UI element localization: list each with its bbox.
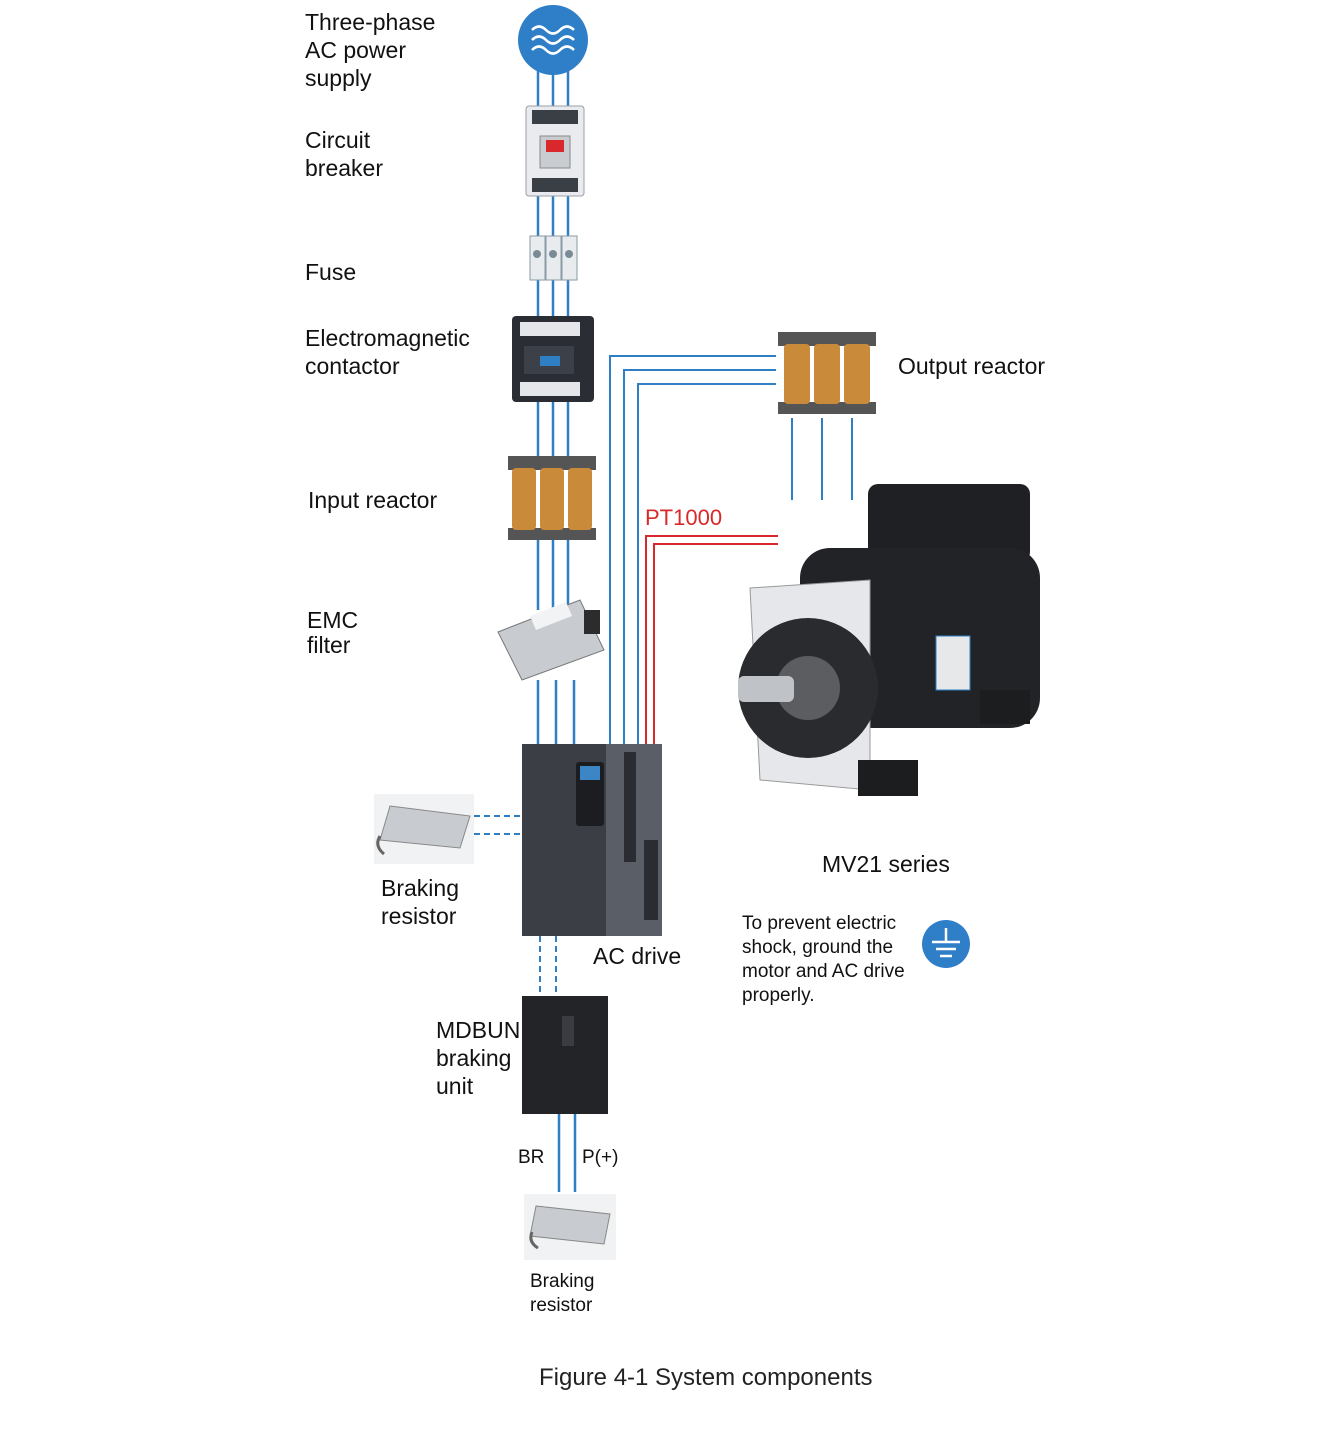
braking-unit-image <box>522 996 608 1114</box>
circuit-breaker-label: Circuit breaker <box>305 127 383 181</box>
br-wires <box>557 1112 577 1192</box>
p-terminal-label: P(+) <box>582 1147 619 1168</box>
braking-resistor-2-label: Braking resistor <box>530 1271 595 1316</box>
motor-image <box>738 484 1040 796</box>
output-wires <box>609 355 853 746</box>
pt1000-label: PT1000 <box>645 505 723 530</box>
ground-icon <box>922 920 970 968</box>
contactor-image <box>512 316 594 402</box>
emc-filter-image <box>497 599 605 681</box>
output-reactor-image <box>778 332 876 414</box>
braking-resistor-1-label: Braking resistor <box>381 875 459 929</box>
ac-drive-image <box>522 744 662 936</box>
emc-filter-label: EMC filter <box>307 607 359 658</box>
braking-resistor-1-image <box>374 794 474 864</box>
circuit-breaker-image <box>525 105 585 197</box>
braking-unit-label: MDBUN braking unit <box>436 1017 521 1099</box>
dashed-wires <box>474 815 557 998</box>
fuse-image <box>529 235 578 281</box>
contactor-label: Electromagnetic contactor <box>305 325 470 379</box>
ground-note: To prevent electric shock, ground the mo… <box>742 913 905 1006</box>
fuse-label: Fuse <box>305 259 357 285</box>
motor-series-label: MV21 series <box>822 851 950 877</box>
braking-resistor-2-image <box>524 1194 616 1260</box>
supply-wires <box>536 70 576 746</box>
pt1000-wires <box>645 535 778 746</box>
br-terminal-label: BR <box>518 1147 545 1168</box>
output-reactor-label: Output reactor <box>898 353 1046 379</box>
ac-wave-icon <box>518 5 588 75</box>
figure-caption: Figure 4-1 System components <box>539 1364 873 1391</box>
power-supply-label: Three-phase AC power supply <box>305 9 436 91</box>
ac-drive-label: AC drive <box>593 943 682 969</box>
input-reactor-label: Input reactor <box>308 487 438 513</box>
input-reactor-image <box>508 456 596 540</box>
